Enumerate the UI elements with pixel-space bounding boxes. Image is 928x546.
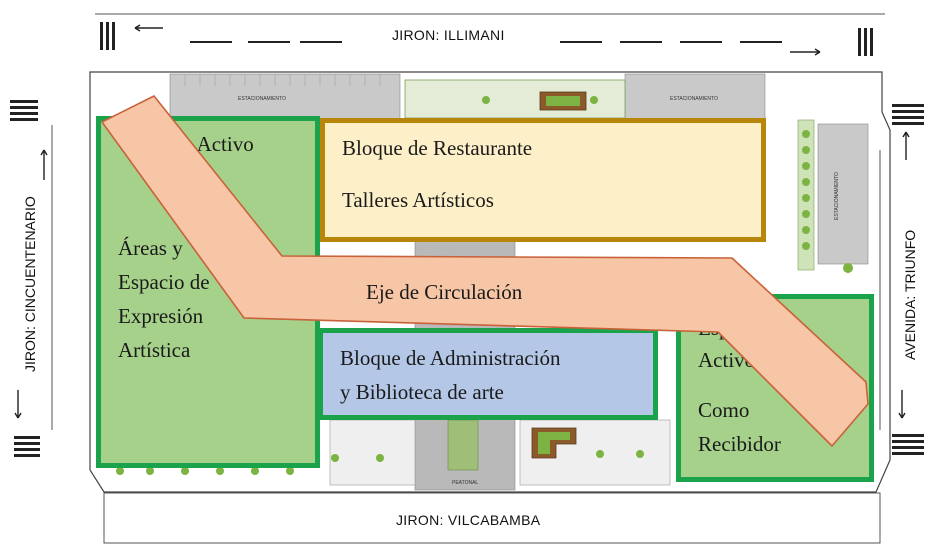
crosswalk-left-bottom: [14, 436, 40, 457]
street-label-top: JIRON: ILLIMANI: [392, 27, 505, 43]
zone-right-line1: Espacio: [698, 316, 765, 340]
walkway-label: PEATONAL: [452, 480, 479, 486]
zone-right-line2: Activo: [698, 348, 756, 372]
zone-left-line2: Áreas y: [118, 236, 183, 260]
trees-bottom: [116, 450, 644, 475]
central-walkway-green: [447, 419, 479, 471]
zone-right-line4: Recibidor: [698, 432, 781, 456]
crosswalk-left-top: [10, 100, 38, 121]
street-label-left: JIRON: CINCUENTENARIO: [22, 196, 38, 372]
zone-admin-line2: y Biblioteca de arte: [340, 380, 504, 404]
zone-left-line4: Expresión: [118, 304, 204, 328]
parking-stalls-left: [184, 74, 381, 86]
zone-left-line5: Artística: [118, 338, 191, 362]
zone-right-line3: Como: [698, 398, 750, 422]
street-label-right: AVENIDA: TRIUNFO: [902, 229, 918, 360]
crosswalk-right-top: [892, 104, 924, 125]
crosswalk-top-left: [100, 22, 115, 50]
zone-restaurant-line1: Bloque de Restaurante: [342, 136, 533, 160]
zone-left-line3: Espacio de: [118, 270, 210, 294]
bottom-street-box: [103, 492, 881, 544]
parking-area-east: [817, 123, 869, 265]
circulation-axis-label: Eje de Circulación: [366, 280, 523, 304]
planter-top-inner: [546, 96, 580, 106]
zone-admin-line1: Bloque de Administración: [340, 346, 561, 370]
road-arrows: [14, 24, 910, 419]
zone-restaurant-line2: Talleres Artísticos: [342, 188, 494, 212]
parking-label-b: ESTACIONAMIENTO: [670, 96, 718, 102]
street-label-bottom: JIRON: VILCABAMBA: [396, 512, 541, 528]
zone-left-line1: Espacio Activo: [126, 132, 254, 156]
parking-label-a: ESTACIONAMIENTO: [238, 96, 286, 102]
crosswalk-top-right: [858, 28, 873, 56]
plaza-grid-left: [329, 419, 416, 486]
crosswalk-right-bottom: [892, 434, 924, 455]
parking-label-c: ESTACIONAMIENTO: [834, 172, 840, 220]
